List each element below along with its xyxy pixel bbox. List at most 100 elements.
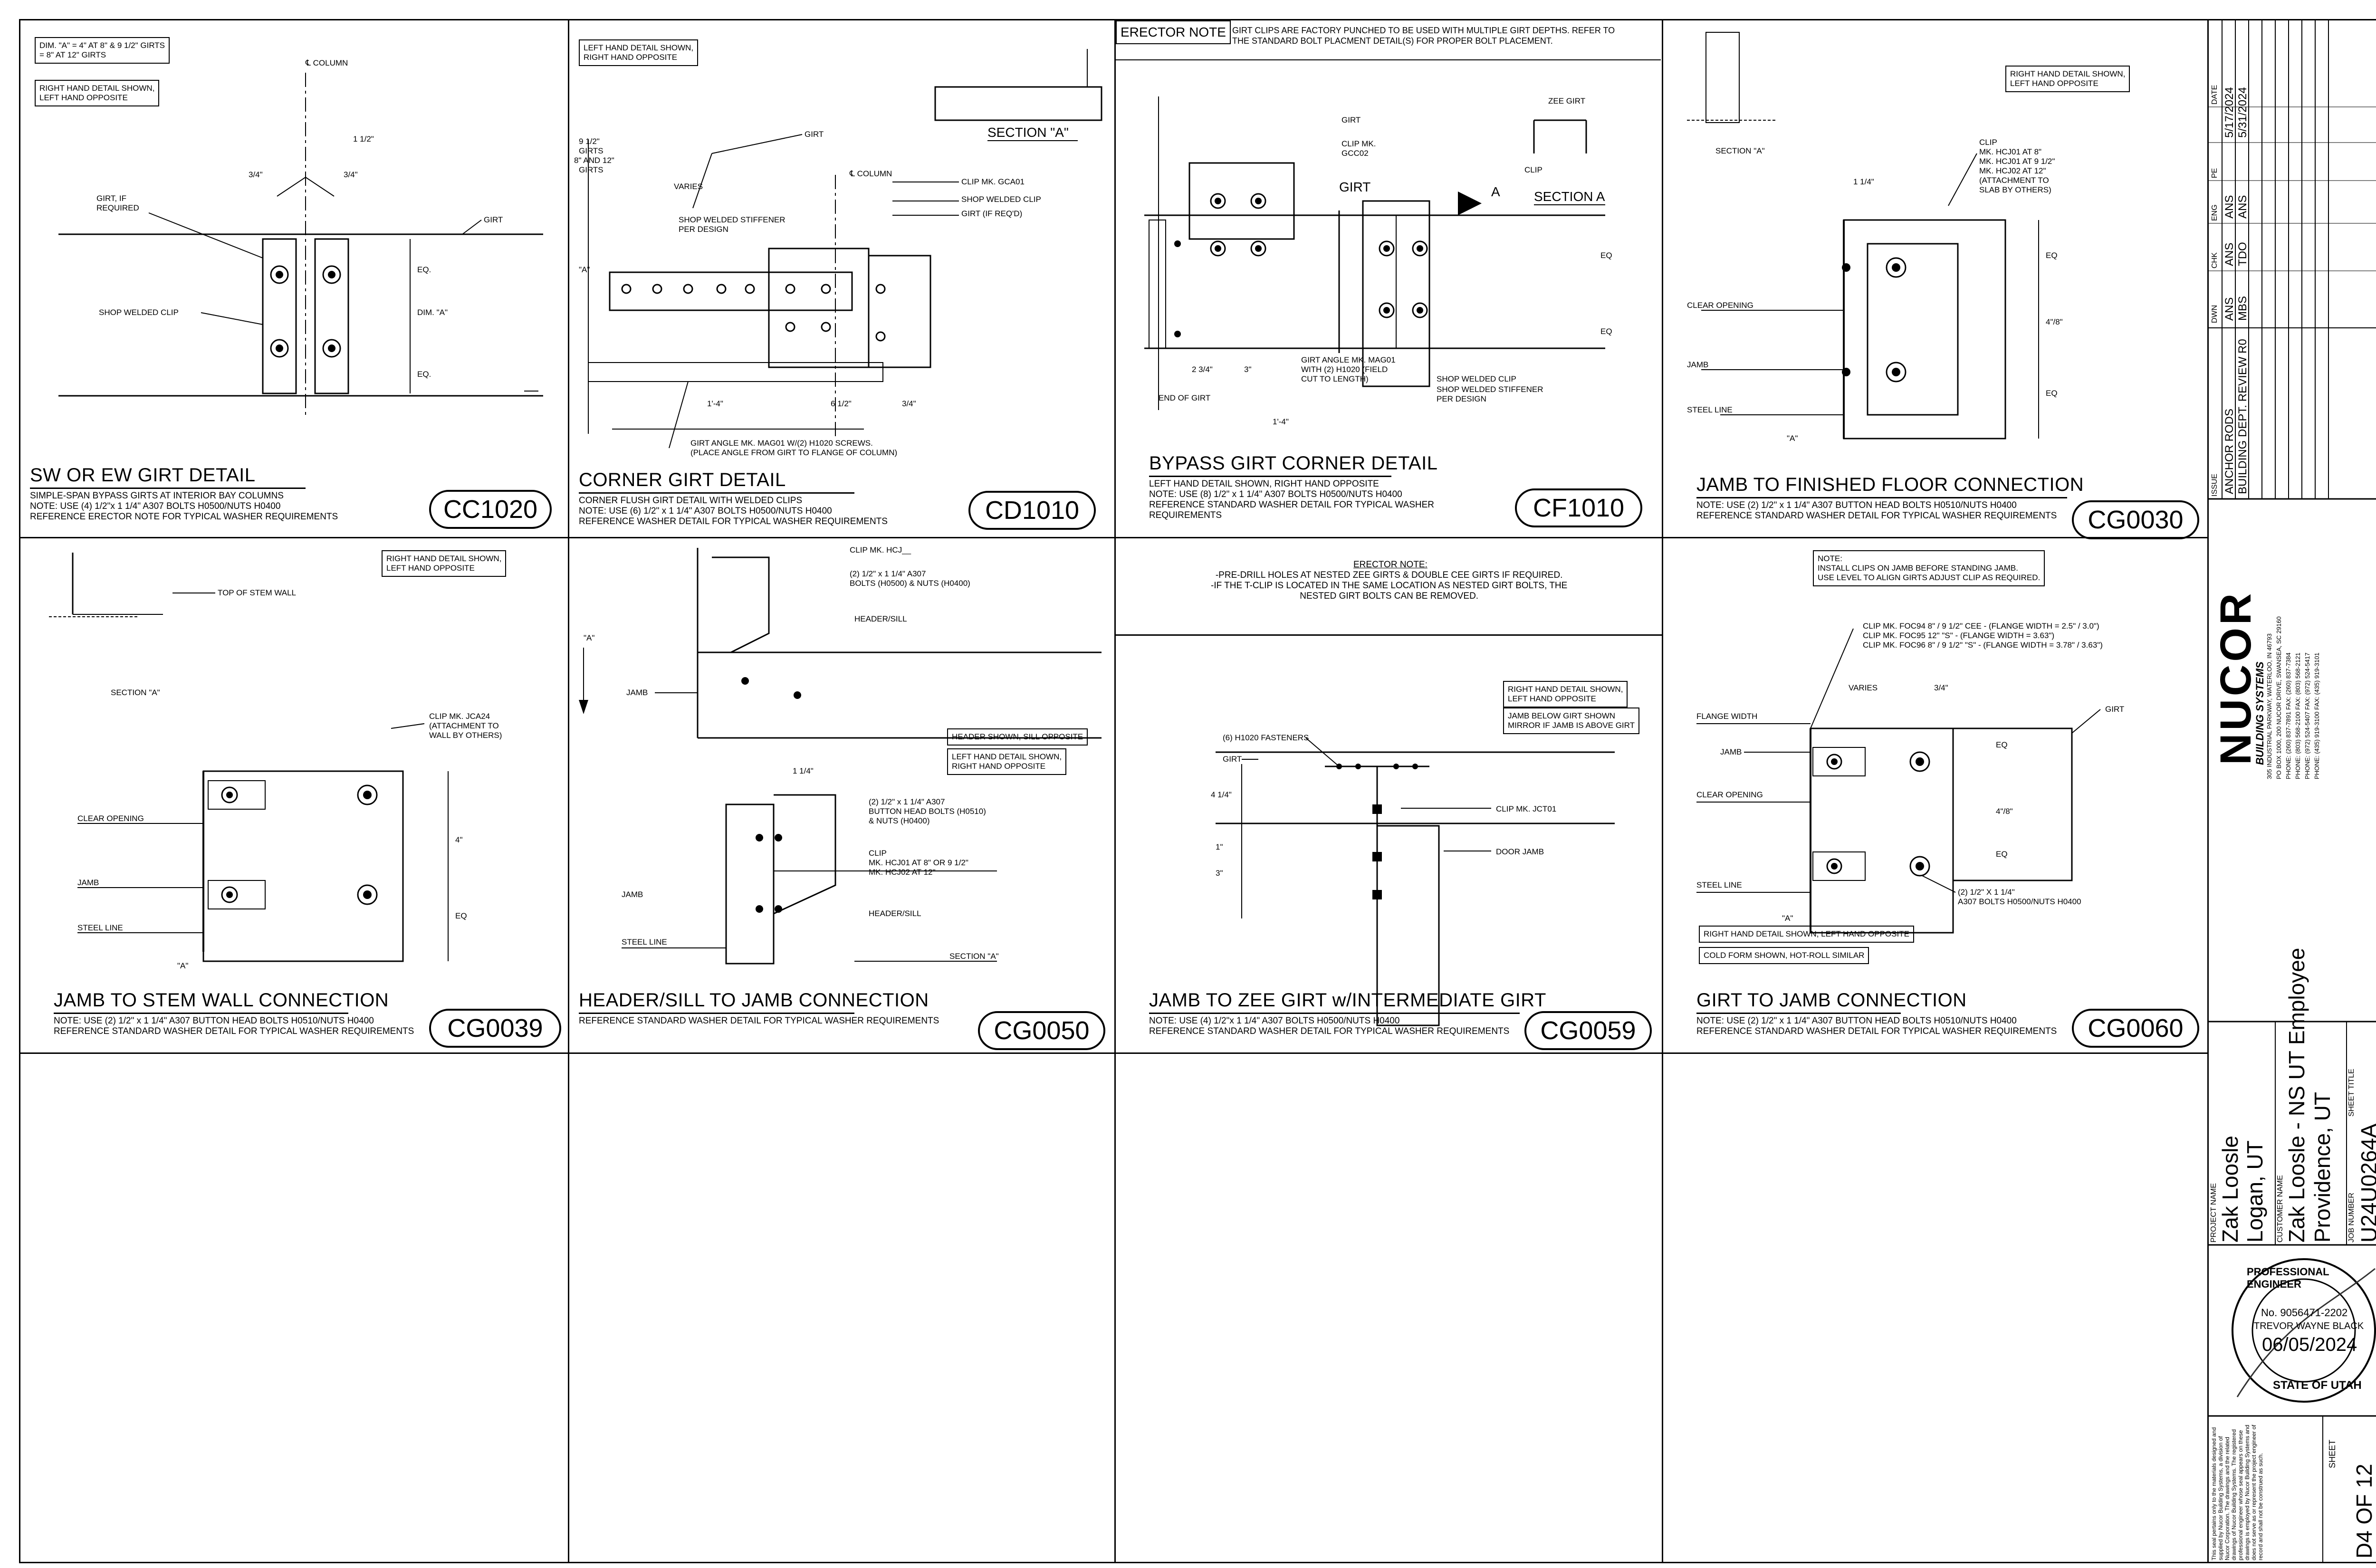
company-line: PHONE: (435) 919-3100 FAX: (435) 919-310… <box>2313 652 2320 779</box>
detail-code-badge: CG0050 <box>978 1011 1105 1050</box>
rev-eng: ANS <box>2223 195 2236 219</box>
svg-text:VARIES: VARIES <box>674 182 703 191</box>
detail-cg0050: HEADER SHOWN, SILL OPPOSITE LEFT HAND DE… <box>569 538 1113 1052</box>
svg-text:3": 3" <box>1244 365 1252 374</box>
svg-text:(2) 1/2" X 1 1/4"A307 BOLTS H0: (2) 1/2" X 1 1/4"A307 BOLTS H0500/NUTS H… <box>1958 888 2081 906</box>
svg-text:ZEE GIRT: ZEE GIRT <box>1548 96 1585 105</box>
seal-top-text: PROFESSIONAL ENGINEER <box>2247 1266 2329 1290</box>
title-rule <box>54 1013 348 1014</box>
svg-text:3/4": 3/4" <box>902 399 916 408</box>
job-number: U24U0264A <box>2357 1123 2376 1243</box>
svg-text:1'-4": 1'-4" <box>1273 417 1289 426</box>
rev-issue: BUILDING DEPT. REVIEW R0 <box>2236 339 2249 494</box>
svg-text:GIRT: GIRT <box>1223 755 1242 764</box>
detail-note: REFERENCE STANDARD WASHER DETAIL FOR TYP… <box>579 1016 939 1026</box>
svg-text:4"/8": 4"/8" <box>1996 807 2013 816</box>
company-line: PHONE: (972) 524-5407 FAX: (972) 524-541… <box>2304 652 2311 779</box>
svg-text:3/4": 3/4" <box>344 170 358 179</box>
detail-drawing: SECTION "A" GIRT ℄ COLUMN CLIP MK. GCA01… <box>574 49 1102 457</box>
detail-drawing: CLIP MK. FOC94 8" / 9 1/2" CEE - (FLANGE… <box>1696 621 2124 934</box>
svg-text:HEADER/SILL: HEADER/SILL <box>869 909 921 918</box>
svg-text:END OF GIRT: END OF GIRT <box>1159 393 1210 402</box>
detail-cc1020: DIM. "A" = 4" AT 8" & 9 1/2" GIRTS = 8" … <box>20 20 567 536</box>
note-rule <box>1116 59 1661 60</box>
drawing-sheet <box>19 19 2376 1563</box>
company-line: PHONE: (803) 568-2100 FAX: (803) 568-212… <box>2294 652 2301 779</box>
title-rule <box>30 488 306 489</box>
svg-text:STEEL LINE: STEEL LINE <box>1696 880 1742 889</box>
column-label: ℄ COLUMN <box>305 58 348 67</box>
hand-note-box: LEFT HAND DETAIL SHOWN, RIGHT HAND OPPOS… <box>947 748 1067 775</box>
svg-text:GIRT: GIRT <box>805 130 824 139</box>
sheet-title-label: SHEET TITLE <box>2347 1069 2356 1117</box>
company-line: PO BOX 1000, 200 NUCOR DRIVE, SWANSEA, S… <box>2275 616 2282 779</box>
svg-text:EQ: EQ <box>1996 850 2008 859</box>
seal-date: 06/05/2024 <box>2262 1334 2357 1355</box>
svg-text:1'-4": 1'-4" <box>707 399 723 408</box>
hand-note-box: RIGHT HAND DETAIL SHOWN, LEFT HAND OPPOS… <box>1699 926 1914 943</box>
grid-divider <box>19 1052 2208 1054</box>
svg-text:A: A <box>1491 184 1500 199</box>
svg-text:EQ: EQ <box>1996 740 2008 749</box>
title-rule <box>1149 1013 1520 1014</box>
rev-header-pe: PE <box>2211 168 2219 178</box>
project-city: Logan, UT <box>2242 1140 2267 1243</box>
svg-text:JAMB: JAMB <box>622 890 643 899</box>
erector-note-text: GIRT CLIPS ARE FACTORY PUNCHED TO BE USE… <box>1232 26 1615 46</box>
svg-text:STEEL LINE: STEEL LINE <box>1687 405 1733 414</box>
svg-text:VARIES: VARIES <box>1849 683 1878 692</box>
hand-note-box: LEFT HAND DETAIL SHOWN, RIGHT HAND OPPOS… <box>579 39 699 66</box>
detail-drawing: (6) H1020 FASTENERS GIRT 4 1/4" 1" 3" CL… <box>1211 733 1615 1026</box>
grid-divider <box>568 19 569 1563</box>
rev-dwn: MBS <box>2236 296 2249 321</box>
detail-cg0060: NOTE: INSTALL CLIPS ON JAMB BEFORE STAND… <box>1663 538 2206 1052</box>
svg-text:1": 1" <box>1216 842 1223 851</box>
detail-note: CORNER FLUSH GIRT DETAIL WITH WELDED CLI… <box>579 496 888 526</box>
title-block: ISSUE DWN CHK ENG PE DATE ANCHOR RODS AN… <box>2209 19 2376 1563</box>
rev-chk: ANS <box>2223 242 2236 266</box>
svg-text:CLEAR OPENING: CLEAR OPENING <box>1696 790 1763 799</box>
job-number-label: JOB NUMBER <box>2347 1193 2356 1243</box>
rev-dwn: ANS <box>2223 297 2236 321</box>
detail-title: JAMB TO STEM WALL CONNECTION <box>54 990 389 1011</box>
detail-cd1010: LEFT HAND DETAIL SHOWN, RIGHT HAND OPPOS… <box>569 20 1113 536</box>
hand-note-box: RIGHT HAND DETAIL SHOWN, LEFT HAND OPPOS… <box>382 550 507 577</box>
detail-cf1010: ERECTOR NOTE GIRT CLIPS ARE FACTORY PUNC… <box>1116 20 1661 536</box>
svg-text:3": 3" <box>1216 869 1223 878</box>
hand-note-box: RIGHT HAND DETAIL SHOWN, LEFT HAND OPPOS… <box>1503 681 1628 708</box>
rev-header-issue: ISSUE <box>2211 473 2219 497</box>
grid-divider <box>19 537 2208 538</box>
detail-note: SIMPLE-SPAN BYPASS GIRTS AT INTERIOR BAY… <box>30 491 338 522</box>
install-note-box: NOTE: INSTALL CLIPS ON JAMB BEFORE STAND… <box>1813 550 2045 586</box>
jamb-note-box: JAMB BELOW GIRT SHOWN MIRROR IF JAMB IS … <box>1503 708 1640 734</box>
svg-text:SHOP WELDED CLIP: SHOP WELDED CLIP <box>1437 374 1516 383</box>
svg-text:CLEAR OPENING: CLEAR OPENING <box>77 814 144 823</box>
svg-text:CLIP: CLIP <box>1524 165 1542 174</box>
rev-header-dwn: DWN <box>2211 305 2219 323</box>
svg-text:4 1/4": 4 1/4" <box>1211 790 1232 799</box>
svg-text:GIRT ANGLE MK. MAG01 W/(2) H10: GIRT ANGLE MK. MAG01 W/(2) H1020 SCREWS.… <box>690 439 897 457</box>
svg-text:DIM. "A": DIM. "A" <box>417 308 448 317</box>
svg-text:"A": "A" <box>177 961 188 970</box>
title-rule <box>579 492 854 494</box>
detail-cg0059: ERECTOR NOTE: -PRE-DRILL HOLES AT NESTED… <box>1116 538 1661 1052</box>
rev-issue: ANCHOR RODS <box>2223 408 2236 494</box>
svg-text:SECTION "A": SECTION "A" <box>111 688 160 697</box>
svg-text:SHOP WELDED CLIP: SHOP WELDED CLIP <box>99 308 179 317</box>
svg-text:CLIP MK. GCA01: CLIP MK. GCA01 <box>961 177 1025 186</box>
seal-bottom-text: STATE OF UTAH <box>2273 1379 2362 1392</box>
title-block-grid <box>2209 19 2376 1563</box>
detail-note: NOTE: USE (2) 1/2" x 1 1/4" A307 BUTTON … <box>1696 1016 2057 1036</box>
rev-date: 5/17/2024 <box>2223 87 2236 138</box>
svg-text:JAMB: JAMB <box>77 878 99 887</box>
svg-text:4": 4" <box>455 835 463 844</box>
svg-text:1 1/2": 1 1/2" <box>353 134 374 143</box>
detail-title: GIRT TO JAMB CONNECTION <box>1696 990 1967 1011</box>
engineer-seal: PROFESSIONAL ENGINEER No. 9056471-2202 T… <box>2228 1254 2376 1406</box>
svg-text:STEEL LINE: STEEL LINE <box>77 923 123 932</box>
detail-cg0030: RIGHT HAND DETAIL SHOWN, LEFT HAND OPPOS… <box>1663 20 2206 539</box>
